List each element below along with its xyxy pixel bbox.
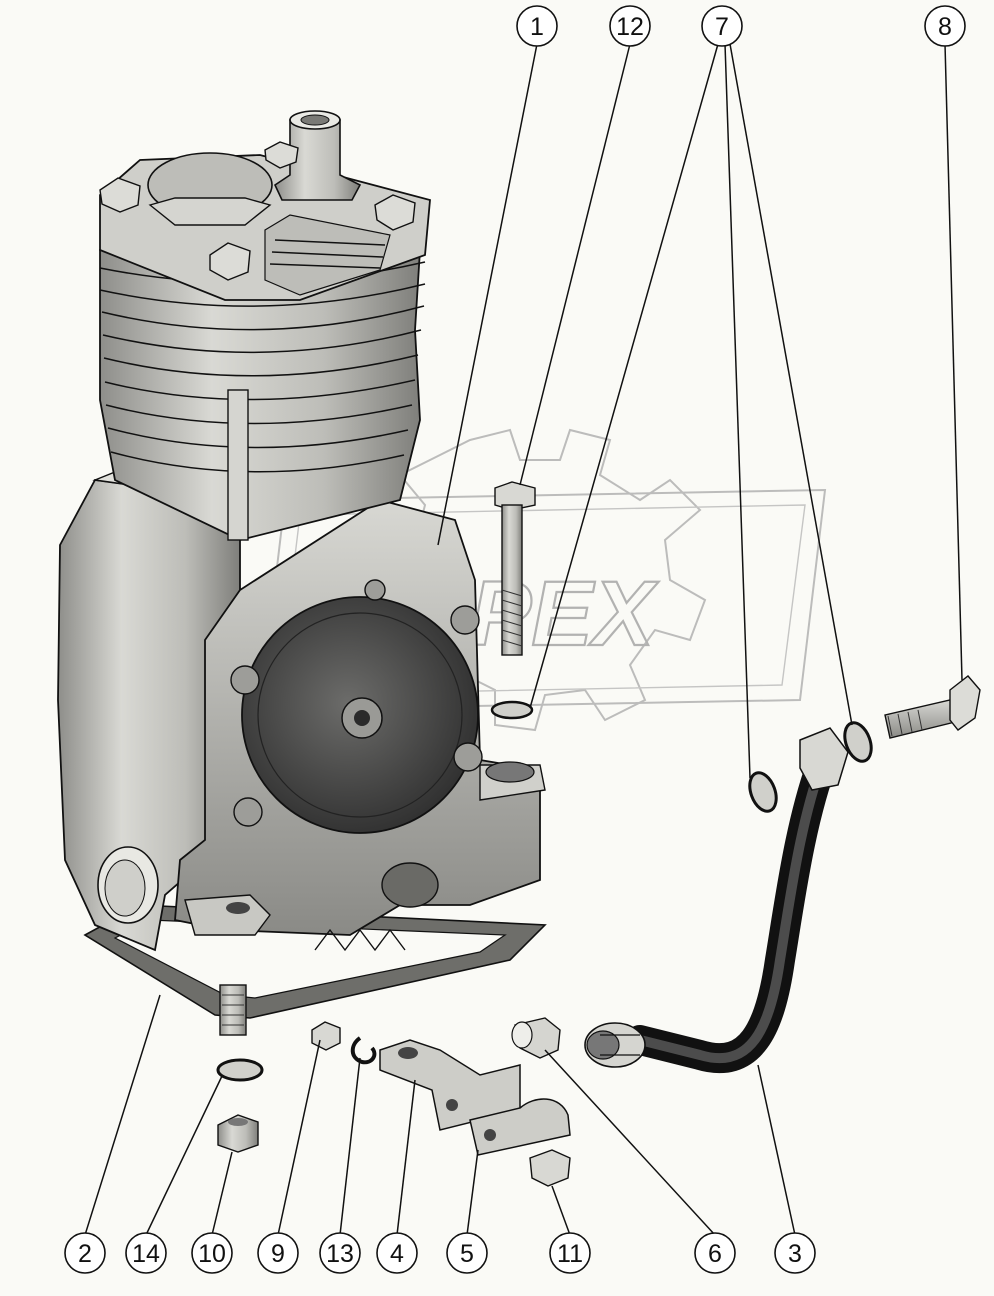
head-bolts	[99, 141, 416, 281]
callout-9: 9	[257, 1232, 299, 1274]
callout-10: 10	[191, 1232, 233, 1274]
callout-14: 14	[125, 1232, 167, 1274]
callout-5-label: 5	[460, 1240, 474, 1268]
callout-2-label: 2	[78, 1240, 92, 1268]
callout-1-label: 1	[530, 13, 544, 41]
watermark-text: PEX	[470, 563, 659, 665]
part-12-bolt	[494, 481, 536, 656]
callout-12: 12	[609, 5, 651, 47]
part-3-hose	[584, 727, 849, 1074]
callout-8: 8	[924, 5, 966, 47]
callout-2: 2	[64, 1232, 106, 1274]
callout-3: 3	[774, 1232, 816, 1274]
leader-lines	[84, 43, 963, 1236]
callout-10-label: 10	[198, 1240, 226, 1268]
callout-3-label: 3	[788, 1240, 802, 1268]
callout-7: 7	[701, 5, 743, 47]
part-6-fitting	[511, 1017, 561, 1059]
compressor-body	[57, 110, 546, 1036]
part-13-lock-washer	[350, 1036, 377, 1065]
callout-13: 13	[319, 1232, 361, 1274]
callout-14-label: 14	[132, 1240, 160, 1268]
callout-6: 6	[694, 1232, 736, 1274]
part-7-washer-a	[490, 700, 534, 720]
callout-11: 11	[549, 1232, 591, 1274]
cover-bolts	[230, 579, 483, 827]
part-10-nut	[217, 1114, 259, 1153]
part-8-banjo-bolt	[884, 675, 981, 739]
callout-7-label: 7	[715, 13, 729, 41]
callout-1: 1	[516, 5, 558, 47]
part-4-bracket	[379, 1039, 521, 1131]
part-7-washer-b	[748, 771, 778, 813]
callout-5: 5	[446, 1232, 488, 1274]
cylinder-fins	[99, 249, 426, 541]
part-5-clamp	[469, 1098, 571, 1156]
callout-13-label: 13	[326, 1240, 354, 1268]
watermark: PEX	[258, 428, 827, 732]
callout-8-label: 8	[938, 13, 952, 41]
part-14-washer	[216, 1058, 264, 1082]
callout-9-label: 9	[271, 1240, 285, 1268]
callout-11-label: 11	[557, 1240, 583, 1268]
mounting-stud	[219, 984, 247, 1036]
callout-12-label: 12	[616, 13, 644, 41]
callout-4-label: 4	[390, 1240, 404, 1268]
outlet-pipe	[273, 119, 362, 201]
part-11-bolt	[529, 1149, 571, 1187]
callout-4: 4	[376, 1232, 418, 1274]
part-9-nut	[311, 1021, 341, 1051]
callout-6-label: 6	[708, 1240, 722, 1268]
